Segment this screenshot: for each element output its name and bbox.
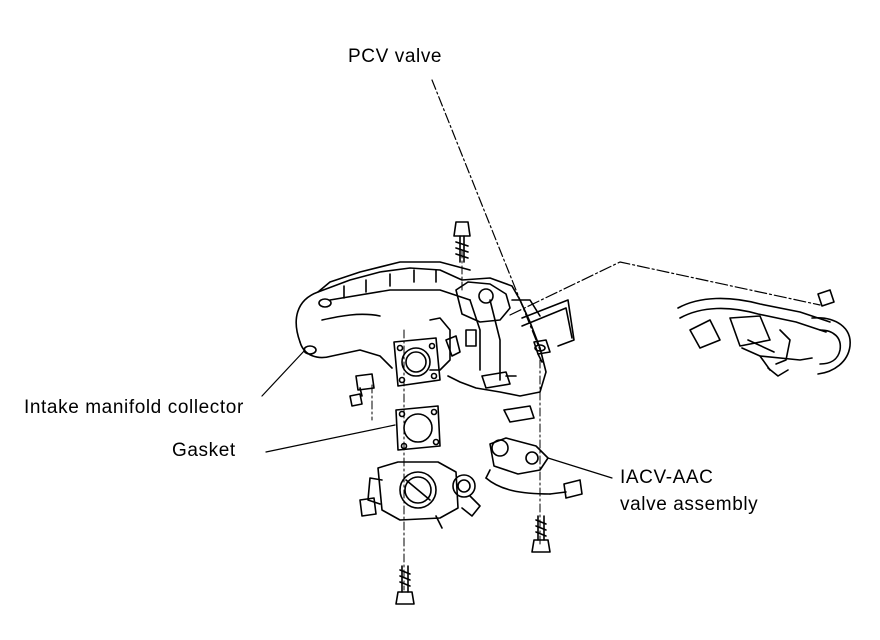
leader-iacv	[547, 457, 613, 479]
iacv-bolt	[531, 515, 551, 553]
gasket	[395, 405, 441, 451]
leader-lines	[261, 79, 821, 479]
pcv-valve	[533, 339, 551, 363]
label-iacv-aac-line2: valve assembly	[620, 494, 759, 515]
collector-flange	[393, 337, 441, 387]
lower-bolt	[395, 565, 415, 605]
leader-collector	[261, 349, 306, 397]
label-iacv-aac-line1: IACV-AAC	[620, 467, 714, 488]
leader-hose	[509, 261, 821, 316]
small-sensor-left	[349, 373, 375, 407]
hose-assembly-right	[677, 289, 851, 377]
label-intake-manifold-collector: Intake manifold collector	[24, 397, 244, 418]
upper-bolt	[453, 221, 471, 263]
vacuum-hose	[521, 299, 575, 347]
label-pcv-valve: PCV valve	[348, 46, 443, 67]
iacv-aac-valve-assembly	[485, 405, 583, 499]
label-gasket: Gasket	[172, 440, 236, 461]
leader-gasket	[265, 424, 396, 453]
intake-manifold-collector	[295, 261, 547, 397]
throttle-body	[359, 461, 481, 529]
